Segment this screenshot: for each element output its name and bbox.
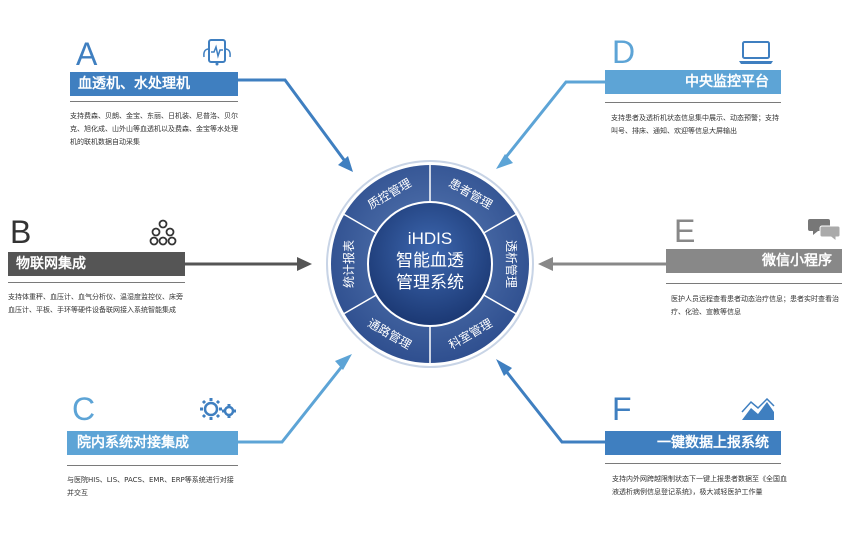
- title-a: 血透机、水处理机: [78, 76, 190, 92]
- arrowhead-f: [496, 359, 512, 376]
- divider-f: [605, 463, 781, 464]
- title-bar-f: 一键数据上报系统: [605, 431, 781, 455]
- divider-c: [67, 465, 238, 466]
- ring-separators: [343, 165, 517, 363]
- desc-f: 支持内外网跨越限制状态下一键上报患者数据至《全国血液透析病例信息登记系统》，极大…: [612, 475, 787, 496]
- title-e: 微信小程序: [762, 253, 832, 269]
- line-chart-icon: [741, 398, 775, 420]
- desc-b: 支持体重秤、血压计、血气分析仪、温湿度监控仪、床旁血压计、平板、手环等硬件设备联…: [8, 293, 183, 314]
- connector-arrows: [185, 78, 666, 444]
- title-f: 一键数据上报系统: [657, 435, 769, 451]
- title-c: 院内系统对接集成: [77, 435, 189, 451]
- hub-title-line2: 智能血透: [396, 251, 464, 271]
- network-nodes-icon: [149, 219, 177, 246]
- desc-d: 支持患者及透析机状态信息集中展示、动态预警；支持叫号、排床、通知、欢迎等信息大屏…: [611, 114, 779, 135]
- gears-icon: [200, 398, 236, 420]
- arrow-c: [238, 359, 349, 444]
- arrow-f: [500, 365, 605, 444]
- laptop-icon: [739, 41, 773, 64]
- ring-label-5: 统计报表: [341, 240, 356, 288]
- desc-a: 支持费森、贝朗、金宝、东丽、日机装、尼普洛、贝尔克、旭化成、山外山等血透机以及费…: [70, 112, 238, 146]
- letter-a: A: [76, 36, 98, 72]
- letter-e: E: [674, 213, 696, 249]
- title-b: 物联网集成: [16, 256, 86, 272]
- divider-a: [70, 101, 238, 102]
- arrowhead-a: [338, 156, 353, 172]
- divider-e: [666, 283, 842, 284]
- divider-d: [605, 102, 781, 103]
- divider-b: [8, 282, 185, 283]
- title-bar-e: 微信小程序: [666, 249, 842, 273]
- letter-f: F: [612, 391, 632, 427]
- title-bar-b: 物联网集成: [8, 252, 185, 276]
- hub-title-line3: 管理系统: [396, 273, 464, 293]
- hub-title-en: iHDIS: [408, 229, 452, 248]
- arrowhead-d: [496, 154, 513, 169]
- arrowhead-b: [297, 257, 312, 271]
- arrowhead-c: [335, 354, 352, 370]
- letter-b: B: [10, 214, 32, 250]
- desc-e: 医护人员远程查看患者动态治疗信息；患者实时查看治疗、化验、宣教等信息: [671, 295, 839, 316]
- letter-d: D: [612, 34, 636, 70]
- title-d: 中央监控平台: [685, 74, 769, 90]
- arrow-d: [500, 80, 605, 163]
- medical-monitor-icon: [203, 39, 231, 66]
- letter-c: C: [72, 391, 96, 427]
- title-bar-d: 中央监控平台: [605, 70, 781, 94]
- arrowhead-e: [538, 257, 553, 271]
- title-bar-a: 血透机、水处理机: [70, 72, 238, 96]
- arrow-a: [238, 78, 352, 169]
- desc-c: 与医院HIS、LIS、PACS、EMR、ERP等系统进行对接并交互: [67, 476, 234, 497]
- chat-bubbles-icon: [808, 219, 841, 242]
- ring-label-2: 透析管理: [504, 240, 519, 288]
- title-bar-c: 院内系统对接集成: [67, 431, 238, 455]
